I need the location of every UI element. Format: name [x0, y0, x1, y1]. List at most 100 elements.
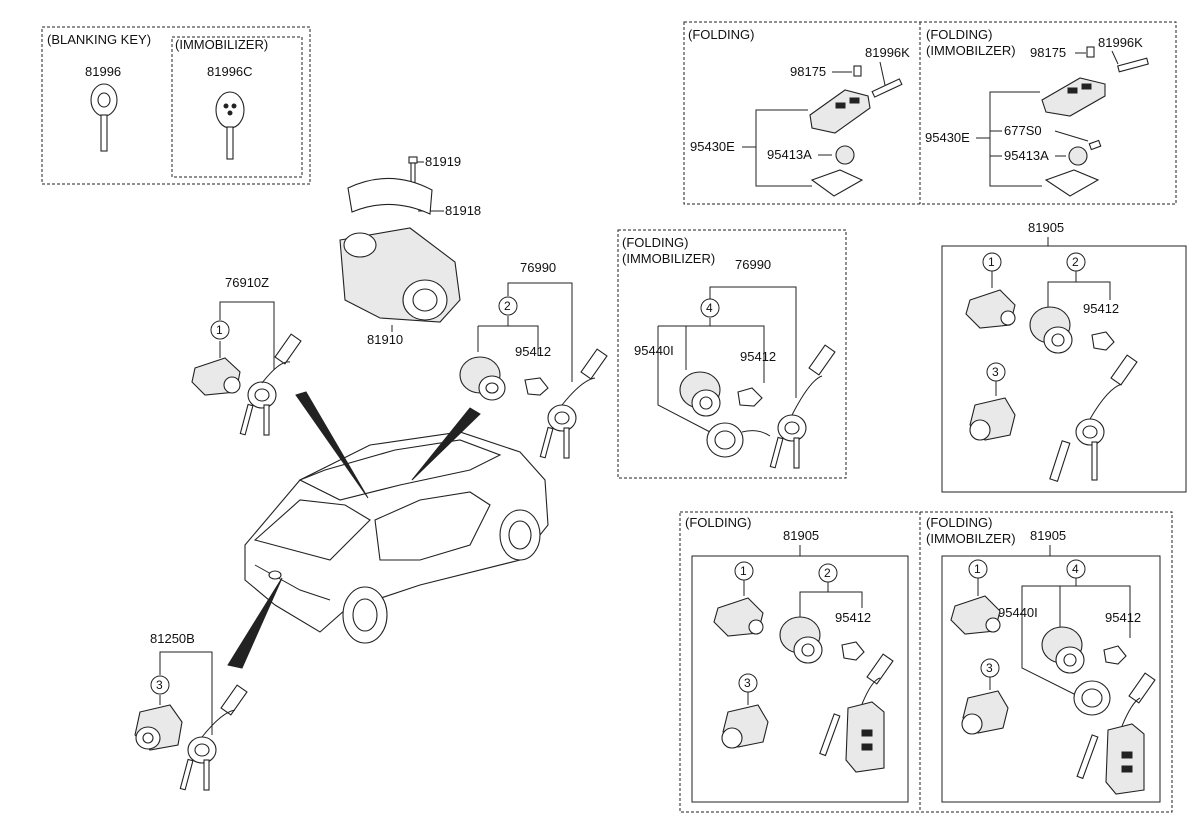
folding-immobilizer-81905-inner-frame [941, 555, 1161, 803]
part-label-95440i: 95440I [634, 343, 674, 358]
group-label-folding: (FOLDING) [926, 27, 992, 42]
callout-1: 1 [216, 323, 223, 337]
part-label-98175: 98175 [1030, 45, 1066, 60]
folding-81905-frame [679, 511, 1173, 813]
lock-cylinder-icon [1041, 626, 1085, 674]
part-label-95430e: 95430E [925, 130, 970, 145]
lock-clip-icon [841, 641, 865, 661]
folding-remote-key-icon [1076, 672, 1156, 795]
lock-clip-icon [1103, 645, 1127, 665]
pointer-arrow-icon [411, 407, 481, 481]
group-label-folding: (FOLDING) [688, 27, 754, 42]
key-fob-icon [179, 684, 248, 791]
transponder-icon [1088, 139, 1102, 151]
lock-cylinder-icon [1029, 306, 1073, 354]
blank-key-icon [90, 83, 118, 152]
folding-remote-key-icon [819, 653, 894, 773]
callout-3: 3 [992, 365, 999, 379]
door-lock-set-76990: 76990 2 95412 [459, 260, 608, 459]
pin-icon [853, 65, 862, 77]
callout-4: 4 [1072, 562, 1079, 576]
pin-icon [1086, 46, 1095, 58]
group-label-folding: (FOLDING) [685, 515, 751, 530]
callout-1: 1 [974, 562, 981, 576]
part-label-81905: 81905 [783, 528, 819, 543]
group-label-folding: (FOLDING) [926, 515, 992, 530]
folding-81905-inner-frame [691, 555, 909, 803]
callout-2: 2 [504, 299, 511, 313]
pointer-arrow-icon [295, 391, 369, 499]
lock-set-81905-frame [941, 245, 1187, 493]
folding-blade-icon [1117, 57, 1149, 73]
part-label-81996k: 81996K [865, 45, 910, 60]
key-fob-icon [539, 348, 608, 459]
lock-cylinder-icon [679, 371, 721, 417]
tailgate-cylinder-icon [961, 690, 1009, 735]
folding-key-frame [683, 21, 1177, 205]
door-lock-set-76910z: 76910Z 1 [191, 275, 302, 436]
car-illustration [244, 431, 549, 644]
part-label-81905: 81905 [1028, 220, 1064, 235]
lock-clip-icon [1091, 331, 1115, 351]
immobilizer-antenna-icon [1073, 680, 1111, 716]
callout-2: 2 [1072, 255, 1079, 269]
part-label-677s0: 677S0 [1004, 123, 1042, 138]
folding-key-panel: (FOLDING) (FOLDING) (IMMOBILZER) 81996K … [683, 21, 1177, 205]
blanking-key-frame [41, 26, 311, 185]
callout-3: 3 [744, 676, 751, 690]
blanking-key-panel: (BLANKING KEY) (IMMOBILIZER) 81996 81996… [41, 26, 311, 185]
immobilizer-key-icon [215, 91, 245, 160]
part-label-95412: 95412 [515, 344, 551, 359]
folding-immobilizer-lock-set-76990: (FOLDING) (IMMOBILIZER) 76990 4 95440I 9… [617, 229, 847, 479]
key-fob-icon [1049, 354, 1138, 482]
group-label-blanking-key: (BLANKING KEY) [47, 32, 151, 47]
part-label-98175: 98175 [790, 64, 826, 79]
part-label-81996: 81996 [85, 64, 121, 79]
folding-blade-icon [871, 78, 903, 98]
part-label-95412: 95412 [1105, 610, 1141, 625]
folding-lock-set-81905: (FOLDING) 81905 1 2 95412 3 [679, 511, 1173, 813]
group-label-immobilizer: (IMMOBILIZER) [622, 251, 715, 266]
part-label-95413a: 95413A [1004, 148, 1049, 163]
lock-cylinder-icon [134, 704, 183, 751]
part-label-81996k: 81996K [1098, 35, 1143, 50]
group-label-immobilzer: (IMMOBILZER) [926, 531, 1016, 546]
part-label-81905: 81905 [1030, 528, 1066, 543]
lock-set-81905: 81905 1 2 95412 3 [941, 220, 1187, 493]
group-label-folding: (FOLDING) [622, 235, 688, 250]
callout-2: 2 [824, 566, 831, 580]
folding-immobilizer-lock-set-81905: (FOLDING) (IMMOBILZER) 81905 1 4 95440I … [926, 515, 1161, 803]
remote-key-case-icon [809, 89, 871, 134]
part-label-95440i: 95440I [998, 605, 1038, 620]
folding-immobilizer-frame [617, 229, 847, 479]
part-label-76990: 76990 [520, 260, 556, 275]
callout-3: 3 [986, 661, 993, 675]
part-label-81918: 81918 [445, 203, 481, 218]
part-label-81919: 81919 [425, 154, 461, 169]
lock-cylinder-icon [779, 616, 823, 664]
part-label-76990: 76990 [735, 257, 771, 272]
part-label-95430e: 95430E [690, 139, 735, 154]
part-label-76910z: 76910Z [225, 275, 269, 290]
part-label-95413a: 95413A [767, 147, 812, 162]
immobilizer-key-frame [171, 36, 303, 178]
remote-board-icon [1044, 169, 1100, 197]
part-label-95412: 95412 [740, 349, 776, 364]
callout-1: 1 [740, 564, 747, 578]
battery-icon [835, 145, 855, 165]
group-label-immobilizer: (IMMOBILIZER) [175, 37, 268, 52]
callout-4: 4 [706, 301, 713, 315]
callout-3: 3 [156, 678, 163, 692]
battery-icon [1068, 146, 1088, 166]
immobilizer-antenna-icon [706, 422, 771, 458]
tailgate-cylinder-icon [969, 397, 1016, 441]
part-label-95412: 95412 [1083, 301, 1119, 316]
ignition-lock-assembly: 81919 81918 81910 [339, 154, 481, 347]
group-label-immobilzer: (IMMOBILZER) [926, 43, 1016, 58]
part-label-81996c: 81996C [207, 64, 253, 79]
pointer-arrow-icon [227, 577, 283, 669]
remote-key-case-icon [1041, 77, 1106, 117]
key-fob-icon [239, 333, 302, 436]
lock-clip-icon [524, 377, 549, 396]
